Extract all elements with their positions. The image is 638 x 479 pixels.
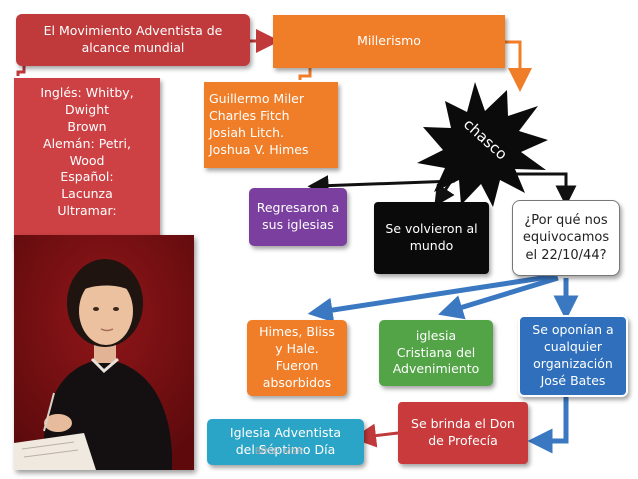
arrow-millerismo-to-chasco	[505, 40, 532, 92]
node-regresaron: Regresaron a sus iglesias	[249, 188, 347, 246]
node-millerismo: Millerismo	[273, 15, 505, 68]
arrow-millerismo-to-leaders	[298, 68, 312, 80]
arrow-profecia-to-iglesia-adventista	[352, 423, 399, 448]
footer-credit: BRSP, MSR	[255, 446, 304, 456]
node-iglesia-adventista: Iglesia Adventista del Séptimo Día	[207, 419, 364, 465]
node-leaders: Guillermo Miler Charles Fitch Josiah Lit…	[204, 82, 338, 168]
chasco-starburst-shape	[417, 82, 548, 207]
node-oponian: Se oponían a cualquier organización José…	[518, 315, 628, 397]
portrait-photo	[14, 235, 194, 470]
arrow-pregunta-to-iglesia-cristiana	[438, 275, 559, 320]
portrait-illustration	[14, 235, 194, 470]
node-title: El Movimiento Adventista de alcance mund…	[16, 14, 250, 66]
arrow-title-to-languages	[16, 66, 26, 76]
arrow-oponian-to-profecia	[527, 396, 569, 454]
node-profecia: Se brinda el Don de Profecía	[398, 402, 528, 464]
node-himes: Himes, Bliss y Hale. Fueron absorbidos	[247, 320, 347, 396]
node-volvieron: Se volvieron al mundo	[374, 202, 489, 274]
arrow-chasco-to-regresaron	[307, 175, 456, 197]
node-iglesia-cristiana: iglesia Cristiana del Advenimiento	[379, 320, 493, 386]
node-pregunta: ¿Por qué nos equivocamos el 22/10/44?	[512, 200, 620, 276]
arrow-pregunta-to-himes	[307, 273, 556, 323]
arrow-chasco-to-pregunta	[505, 172, 577, 207]
node-languages: Inglés: Whitby, Dwight Brown Alemán: Pet…	[14, 78, 160, 248]
